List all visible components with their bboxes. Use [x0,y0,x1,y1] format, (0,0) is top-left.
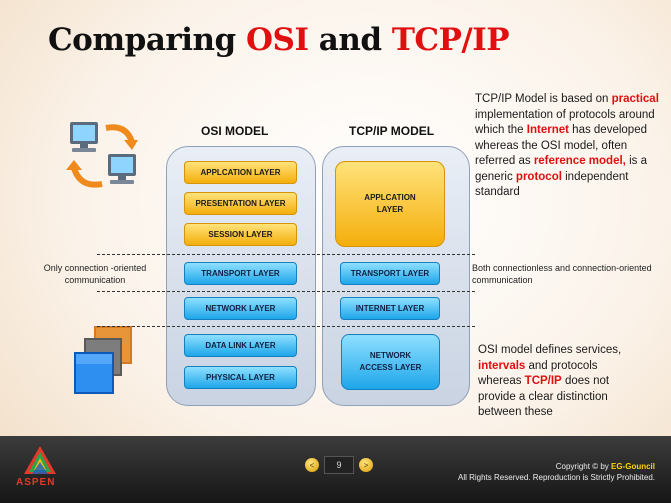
desc-highlight: protocol [515,170,562,183]
title-part1: Comparing [48,22,236,58]
rights-line: All Rights Reserved. Reproduction is Str… [458,473,655,482]
title-osi: OSI [246,22,309,58]
osi-data-link-layer[interactable]: DATA LINK LAYER [184,334,297,357]
osi-session-layer[interactable]: SESSION LAYER [184,223,297,246]
page-number: 9 [324,456,354,474]
desc-text: implementation of protocols around which… [475,108,655,137]
title-and: and [318,22,382,58]
tcpip-description: TCP/IP Model is based on practical imple… [475,92,663,201]
desc-text: independent standard [475,170,629,199]
osi-transport-note: Only connection -oriented communication [43,263,147,285]
desc-highlight: intervals [478,359,526,372]
desc-text: has developed whereas the OSI model, oft… [475,124,647,167]
council-name: EG-Gouncil [611,462,655,471]
tcpip-transport-layer[interactable]: TRANSPORT LAYER [340,262,440,285]
desc-text: does not provide a clear distinction bet… [478,375,610,418]
desc-highlight: TCP/IP [524,375,562,387]
title-tcpip: TCP/IP [391,22,510,58]
copyright-line: Copyright © by EG-Gouncil [458,461,655,472]
osi-transport-layer[interactable]: TRANSPORT LAYER [184,262,297,285]
slide-title: Comparing OSI and TCP/IP [48,22,510,58]
slide-pager: < 9 > [305,456,373,474]
desc-text: and protocols whereas [478,359,598,388]
desc-highlight: reference model, [533,155,626,167]
copyright-prefix: Copyright © by [555,462,609,471]
previous-slide-button[interactable]: < [305,458,319,472]
tcpip-transport-note: Both connectionless and connection-orien… [472,263,652,285]
desc-highlight: Internet [526,124,569,136]
tcpip-internet-layer[interactable]: INTERNET LAYER [340,297,440,320]
desc-highlight: practical [611,93,659,105]
osi-model-heading: OSI MODEL [201,124,269,138]
divider-line [97,291,475,292]
aspen-logo-text: ASPEN [16,477,56,488]
stacked-layers-icon [74,326,132,394]
osi-physical-layer[interactable]: PHYSICAL LAYER [184,366,297,389]
divider-line [97,326,475,327]
desc-text: OSI model defines services, [478,344,622,356]
divider-line [97,254,475,255]
slide-footer: ASPEN < 9 > Copyright © by EG-Gouncil Al… [0,436,671,503]
copyright-notice: Copyright © by EG-Gouncil All Rights Res… [458,461,655,483]
osi-presentation-layer[interactable]: PRESENTATION LAYER [184,192,297,215]
osi-description: OSI model defines services, intervals an… [478,343,638,421]
tcpip-application-layer[interactable]: APPLCATION LAYER [335,161,445,247]
network-computers-icon [66,122,138,188]
desc-text: TCP/IP Model is based on [475,93,609,105]
tcpip-network-access-layer[interactable]: NETWORK ACCESS LAYER [341,334,440,390]
aspen-logo-icon [24,446,56,474]
tcpip-model-heading: TCP/IP MODEL [349,124,435,138]
desc-text: is a generic [475,155,647,183]
osi-network-layer[interactable]: NETWORK LAYER [184,297,297,320]
next-slide-button[interactable]: > [359,458,373,472]
osi-application-layer[interactable]: APPLCATION LAYER [184,161,297,184]
